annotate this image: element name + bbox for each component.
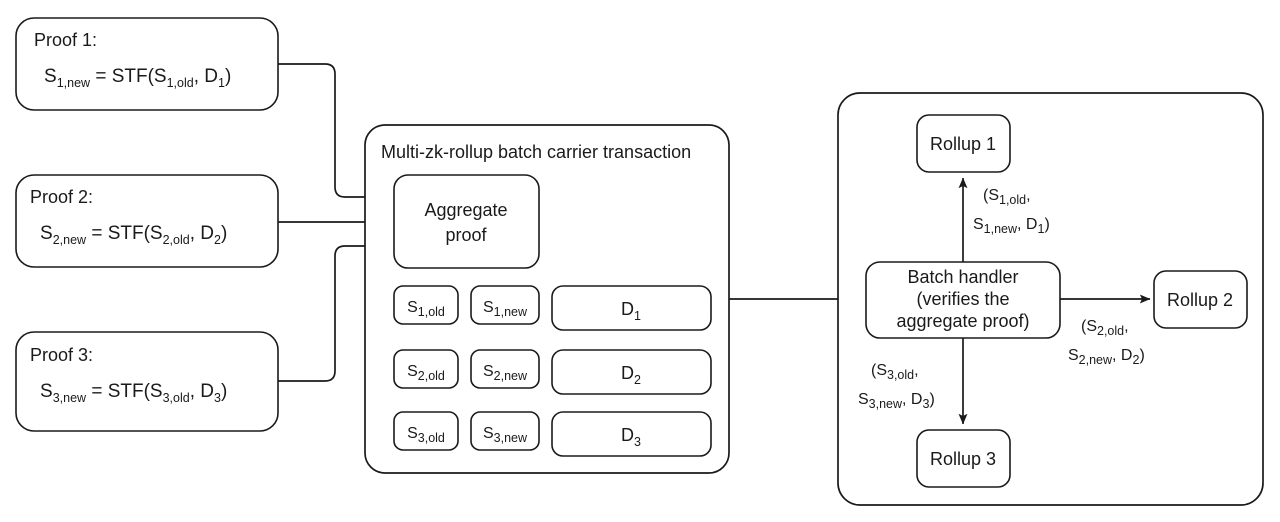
- rollup-1-label: Rollup 1: [930, 134, 996, 154]
- aggregate-proof-box: Aggregate proof: [393, 174, 540, 269]
- edge-label-rollup3-line2: S3,new, D3): [858, 391, 935, 411]
- rollup-2-box: Rollup 2: [1153, 270, 1248, 329]
- rollup-1-box: Rollup 1: [916, 114, 1011, 173]
- proof-box-3: Proof 3: S3,new = STF(S3,old, D3): [15, 331, 279, 432]
- edge-label-rollup1-line1: (S1,old,: [983, 187, 1031, 207]
- state-old-2-box: [393, 349, 459, 389]
- state-new-2-box: [470, 349, 540, 389]
- edge-label-rollup1-line2: S1,new, D1): [973, 216, 1050, 236]
- aggregate-proof-outline: [393, 174, 540, 269]
- proof-box-3-equation: S3,new = STF(S3,old, D3): [40, 381, 227, 405]
- state-row-2: S2,old S2,new D2: [393, 349, 712, 395]
- data-1-label: D1: [621, 299, 641, 323]
- rollup-1-outline: [916, 114, 1011, 173]
- state-new-3-box: [470, 411, 540, 451]
- edge-label-rollup3-line1: (S3,old,: [871, 362, 919, 382]
- carrier-transaction-title: Multi-zk-rollup batch carrier transactio…: [381, 142, 691, 162]
- proof-box-1: Proof 1: S1,new = STF(S1,old, D1): [15, 17, 279, 111]
- state-old-3-label: S3,old: [407, 425, 445, 445]
- data-2-box: [551, 349, 712, 395]
- rollup-3-label: Rollup 3: [930, 449, 996, 469]
- state-row-3: S3,old S3,new D3: [393, 411, 712, 457]
- rollup-2-outline: [1153, 270, 1248, 329]
- batch-handler-box: Batch handler (verifies the aggregate pr…: [865, 261, 1061, 339]
- aggregate-proof-label-line2: proof: [445, 225, 487, 245]
- state-old-1-box: [393, 285, 459, 325]
- proof-box-2-header: Proof 2:: [30, 187, 93, 207]
- state-row-1: S1,old S1,new D1: [393, 285, 712, 331]
- rollup-3-box: Rollup 3: [916, 429, 1011, 488]
- data-2-label: D2: [621, 363, 641, 387]
- connector-proof1-to-aggregate: [278, 63, 391, 202]
- proof-box-2-equation: S2,new = STF(S2,old, D2): [40, 223, 227, 247]
- state-old-3-box: [393, 411, 459, 451]
- batch-handler-line2: (verifies the: [916, 289, 1009, 309]
- rollup-2-label: Rollup 2: [1167, 290, 1233, 310]
- edge-label-rollup2-line1: (S2,old,: [1081, 318, 1129, 338]
- batch-handler-line3: aggregate proof): [896, 311, 1029, 331]
- proof-box-1-header: Proof 1:: [34, 30, 97, 50]
- data-1-box: [551, 285, 712, 331]
- aggregate-proof-label-line1: Aggregate: [424, 200, 507, 220]
- data-3-label: D3: [621, 425, 641, 449]
- proof-box-1-equation: S1,new = STF(S1,old, D1): [44, 66, 231, 90]
- proof-box-3-header: Proof 3:: [30, 345, 93, 365]
- state-new-3-label: S3,new: [483, 425, 528, 445]
- rollup-3-outline: [916, 429, 1011, 488]
- state-new-2-label: S2,new: [483, 363, 528, 383]
- data-3-box: [551, 411, 712, 457]
- state-new-1-label: S1,new: [483, 299, 528, 319]
- state-old-1-label: S1,old: [407, 299, 445, 319]
- connector-proof3-to-aggregate: [278, 241, 391, 382]
- proof-box-2-outline: [15, 174, 279, 268]
- proof-box-2: Proof 2: S2,new = STF(S2,old, D2): [15, 174, 279, 268]
- state-old-2-label: S2,old: [407, 363, 445, 383]
- batch-handler-line1: Batch handler: [907, 267, 1018, 287]
- state-new-1-box: [470, 285, 540, 325]
- edge-label-rollup2-line2: S2,new, D2): [1068, 347, 1145, 367]
